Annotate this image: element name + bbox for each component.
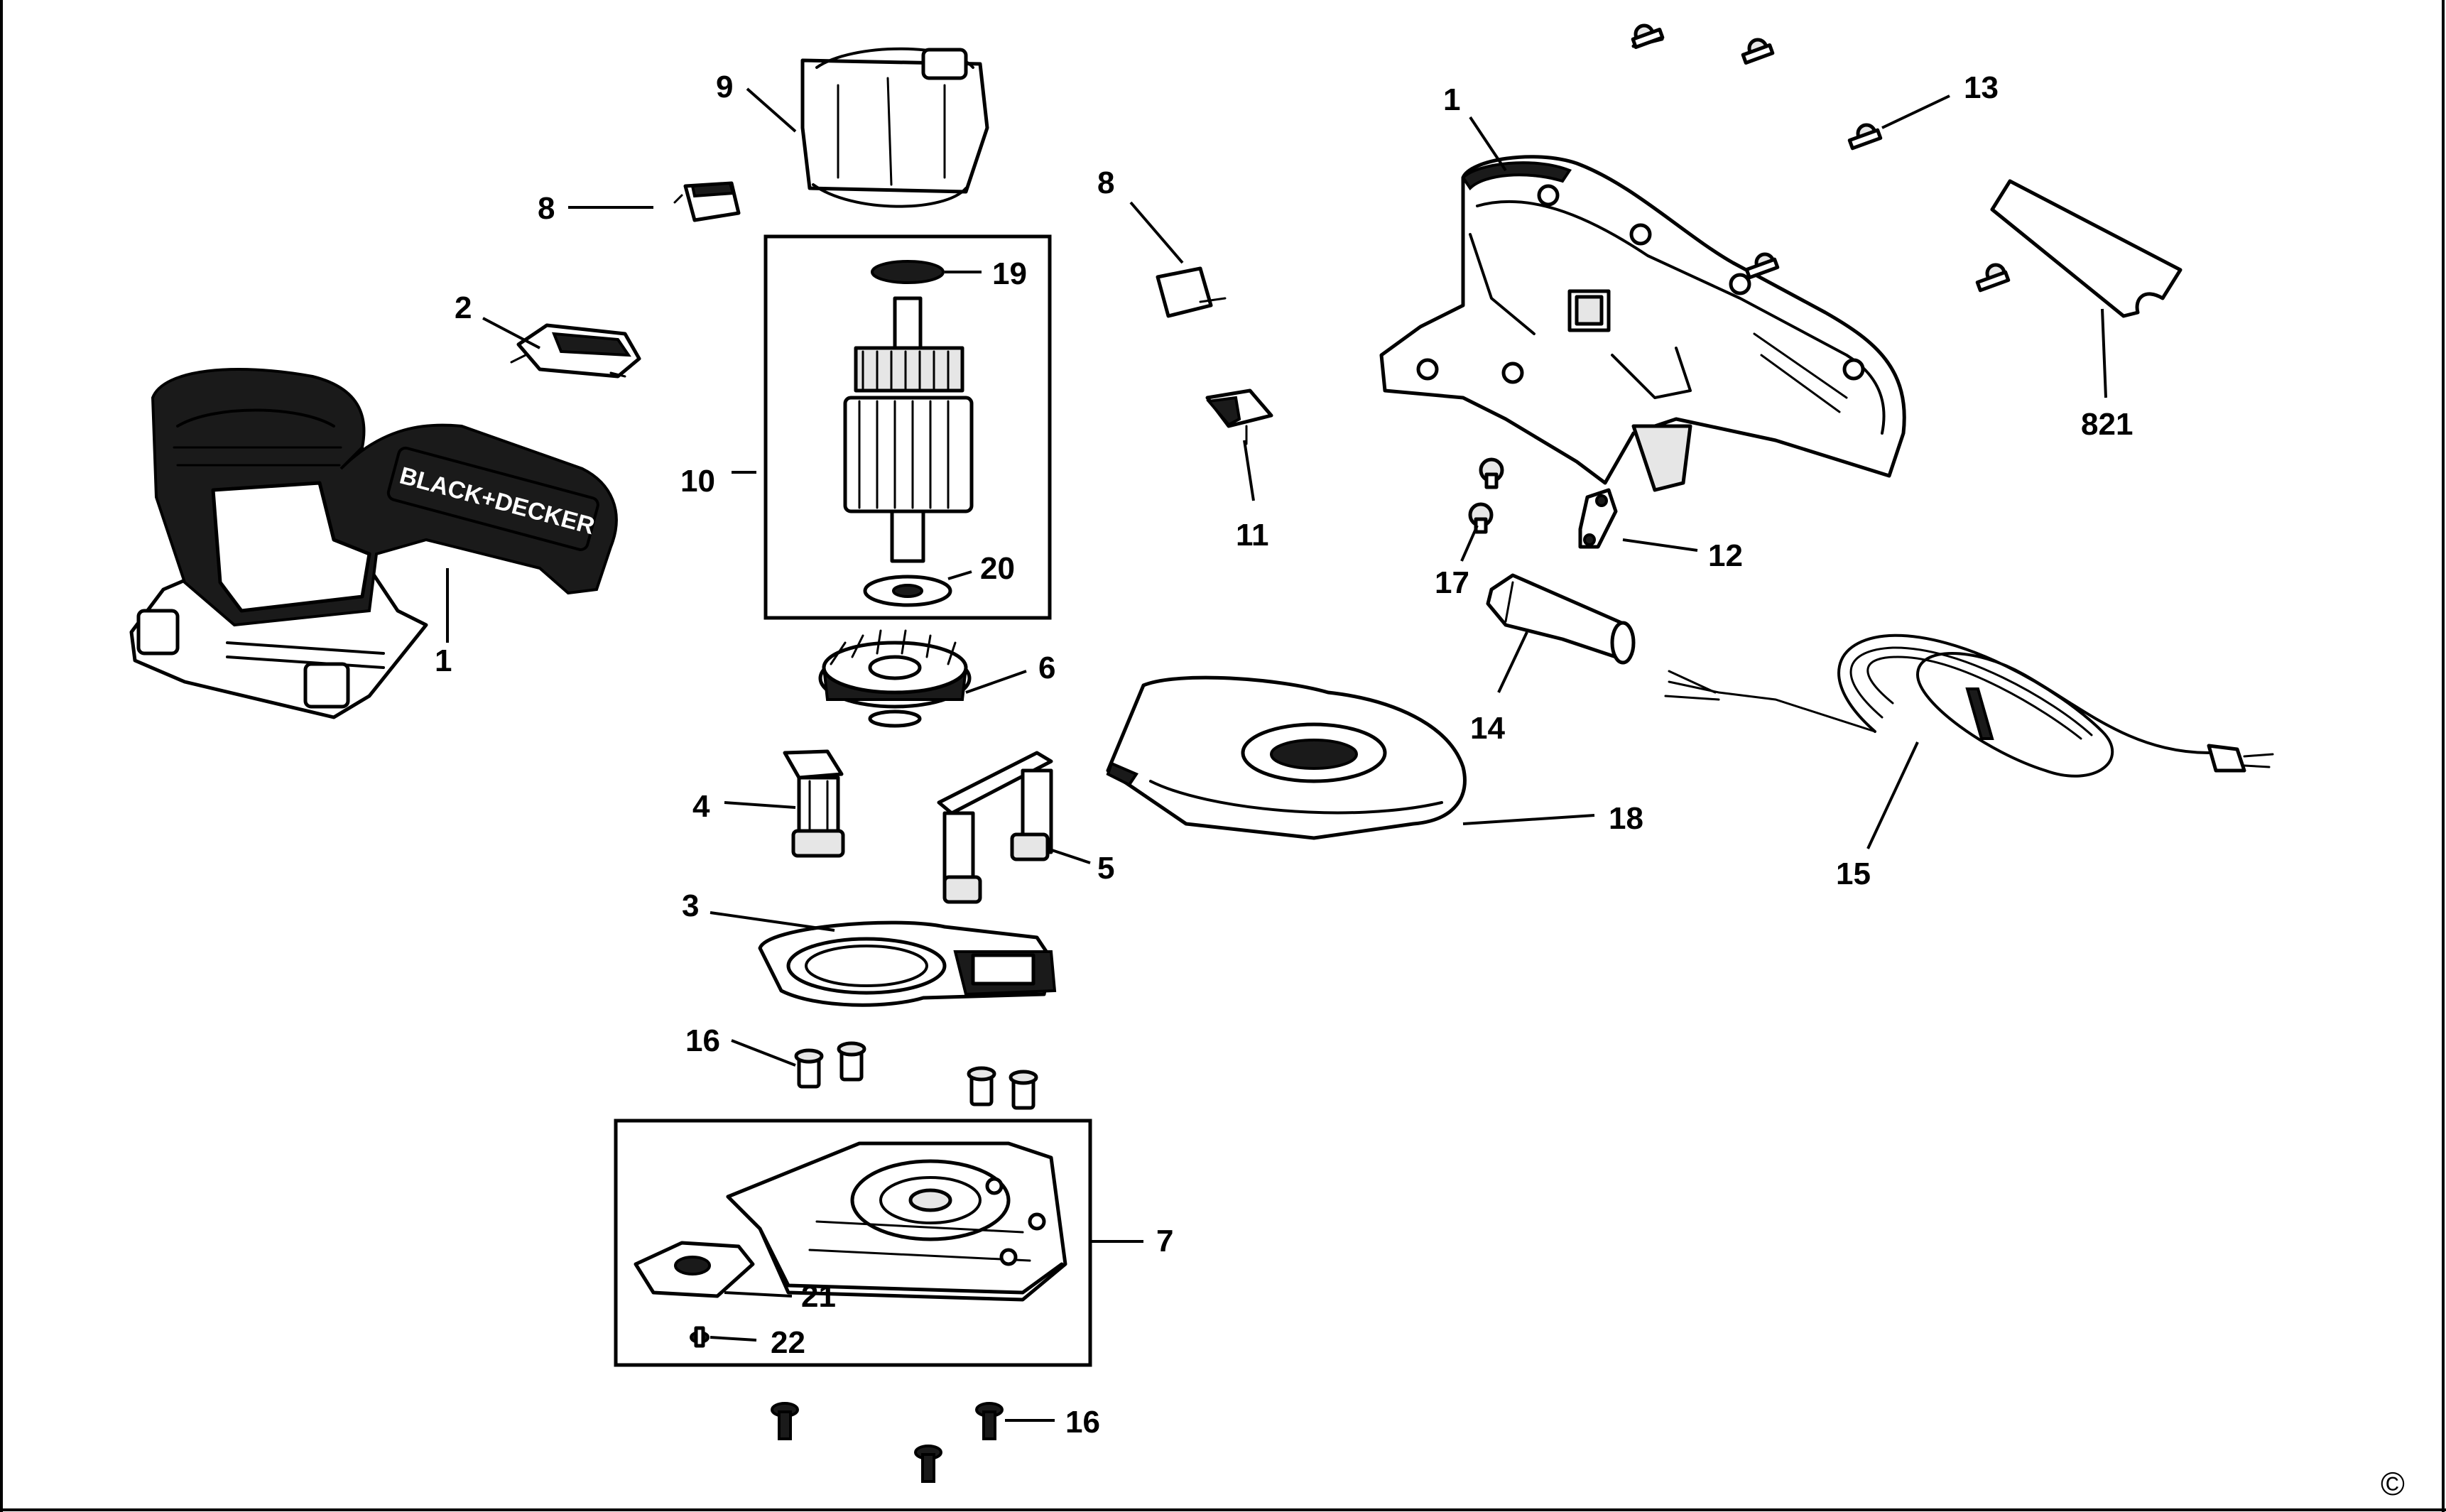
leader-17: [1460, 525, 1479, 562]
leader-2: [482, 317, 540, 349]
microswitch-part: [1205, 388, 1273, 445]
callout-16-top: 16: [685, 1023, 720, 1058]
copyright-mark: ©: [2381, 1465, 2405, 1502]
screws-part-top: [794, 1041, 1038, 1110]
cord-clamp-part: [1578, 488, 1618, 549]
callout-15: 15: [1836, 856, 1871, 891]
callout-11: 11: [1236, 518, 1269, 553]
brush-holder-part: [783, 749, 845, 858]
callout-6: 6: [1038, 651, 1055, 685]
leader-821: [2101, 308, 2107, 398]
leader-5: [1047, 847, 1091, 864]
callout-22: 22: [771, 1325, 805, 1360]
callout-8-left: 8: [538, 191, 555, 226]
capacitor-part-middle: [1156, 266, 1227, 318]
housing-half-part: [1379, 155, 1906, 492]
callout-19: 19: [992, 256, 1027, 291]
leader-11: [1243, 440, 1255, 501]
armature-part: [843, 260, 974, 607]
callout-4: 4: [692, 789, 710, 824]
leader-4: [724, 801, 796, 809]
callout-5: 5: [1097, 851, 1114, 886]
leader-12: [1622, 538, 1698, 552]
leader-20: [947, 570, 972, 580]
leader-8-middle: [1129, 201, 1184, 264]
callout-1-left: 1: [435, 643, 452, 678]
leader-14: [1497, 631, 1528, 693]
leader-6: [965, 670, 1027, 694]
callout-3: 3: [682, 888, 699, 923]
callout-7: 7: [1156, 1224, 1173, 1258]
callout-2: 2: [455, 290, 472, 325]
screws-part-13: [1631, 23, 2011, 293]
leader-1-right: [1469, 116, 1507, 172]
bearing-plate-part: [758, 920, 1057, 1007]
leader-18: [1462, 814, 1595, 825]
housing-assembled-part: BLACK+DECKER: [129, 368, 618, 719]
callout-14: 14: [1470, 711, 1505, 746]
small-screw-part: [690, 1326, 710, 1348]
callout-21: 21: [801, 1279, 836, 1314]
callout-10: 10: [680, 464, 715, 499]
sanding-base-part: [726, 1141, 1067, 1302]
switch-button-part: [510, 323, 641, 379]
leader-13: [1881, 94, 1950, 129]
callout-1-right: 1: [1443, 82, 1460, 117]
power-cord-part: [1664, 633, 2274, 778]
leader-3: [710, 911, 835, 932]
capacitor-part-left: [673, 181, 741, 222]
callout-16-bottom: 16: [1065, 1405, 1100, 1440]
clamp-plate-part: [634, 1241, 755, 1298]
armature-group-box: [763, 234, 1052, 620]
screws-part-bottom: [771, 1402, 1004, 1483]
leader-16-top: [731, 1039, 796, 1067]
label-plate-part: [1990, 179, 2183, 318]
stator-part: [800, 47, 989, 208]
leader-21: [724, 1291, 793, 1298]
callout-13: 13: [1964, 70, 1999, 105]
leader-9: [746, 87, 797, 133]
screws-part-17: [1468, 457, 1504, 534]
callout-20: 20: [980, 551, 1015, 586]
callout-12: 12: [1708, 538, 1743, 573]
callout-9: 9: [716, 70, 733, 104]
cord-protector-part: [1486, 573, 1636, 665]
leader-15: [1866, 741, 1919, 849]
dust-bag-part: [1106, 675, 1467, 840]
fan-part: [818, 629, 972, 728]
brush-bridge-part: [937, 751, 1053, 904]
leader-22: [710, 1336, 757, 1342]
callout-821: 821: [2081, 407, 2133, 442]
callout-17: 17: [1435, 565, 1469, 600]
callout-18: 18: [1609, 801, 1643, 836]
callout-8-middle: 8: [1097, 165, 1114, 200]
